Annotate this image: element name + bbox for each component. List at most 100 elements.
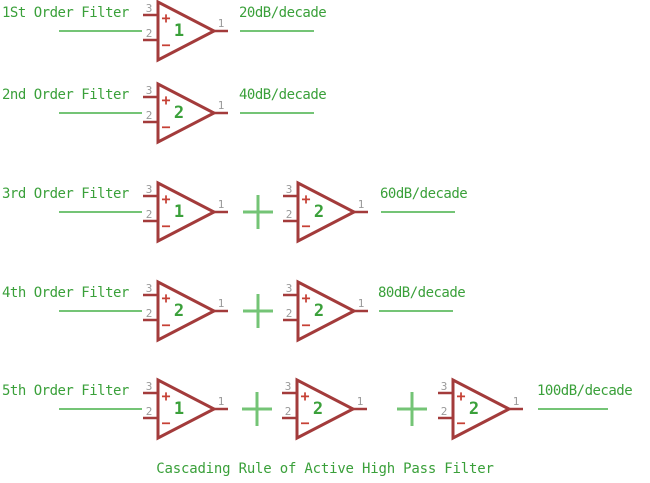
output-wire <box>240 30 314 32</box>
plus-input-sign-icon: + <box>301 190 310 208</box>
filter-row-3rd-order: 3rd Order Filter 3 2 1 + − 1 3 2 1 + − 2… <box>0 175 650 251</box>
row-label: 4th Order Filter <box>2 285 129 301</box>
stage-number: 2 <box>314 202 324 222</box>
input-wire <box>59 112 142 114</box>
opamp-symbol: 3 2 1 + − 2 <box>283 180 368 244</box>
pin-number-2: 2 <box>441 405 448 418</box>
pin-number-2: 2 <box>146 109 153 122</box>
pin-number-2: 2 <box>286 307 293 320</box>
pin-number-2: 2 <box>146 208 153 221</box>
opamp-triangle <box>296 279 358 343</box>
input-wire <box>59 310 142 312</box>
opamp-triangle <box>156 279 218 343</box>
opamp-triangle <box>295 377 357 441</box>
output-wire <box>379 310 453 312</box>
minus-input-sign-icon: − <box>301 217 310 235</box>
pin-number-1: 1 <box>513 395 520 408</box>
plus-input-sign-icon: + <box>161 387 170 405</box>
opamp-symbol: 3 2 1 + − 1 <box>143 180 228 244</box>
pin-number-3: 3 <box>286 282 293 295</box>
pin-number-1: 1 <box>218 395 225 408</box>
opamp-stage-1: 3 2 1 + − 1 <box>138 175 228 251</box>
pin-number-2: 2 <box>146 27 153 40</box>
stage-number: 2 <box>314 301 324 321</box>
opamp-stage-1: 3 2 1 + − 1 <box>138 0 228 70</box>
row-label: 1St Order Filter <box>2 5 129 21</box>
opamp-triangle <box>156 377 218 441</box>
opamp-triangle <box>451 377 513 441</box>
opamp-stage-1: 3 2 1 + − 2 <box>138 76 228 152</box>
rolloff-rate: 100dB/decade <box>537 383 633 399</box>
minus-input-sign-icon: − <box>161 316 170 334</box>
output-wire <box>381 211 455 213</box>
filter-row-4th-order: 4th Order Filter 3 2 1 + − 2 3 2 1 + − 2… <box>0 274 650 350</box>
opamp-symbol: 3 2 1 + − 2 <box>438 377 523 441</box>
minus-input-sign-icon: − <box>161 118 170 136</box>
filter-row-5th-order: 5th Order Filter 3 2 1 + − 1 3 2 1 + − 2 <box>0 372 650 448</box>
pin-number-1: 1 <box>357 395 364 408</box>
plus-input-sign-icon: + <box>161 289 170 307</box>
plus-input-sign-icon: + <box>161 9 170 27</box>
cascade-plus-icon <box>397 392 427 426</box>
rolloff-rate: 20dB/decade <box>239 5 327 21</box>
pin-number-1: 1 <box>218 99 225 112</box>
output-wire <box>538 408 608 410</box>
stage-number: 1 <box>174 21 184 41</box>
filter-row-2nd-order: 2nd Order Filter 3 2 1 + − 2 40dB/decade <box>0 76 650 152</box>
pin-number-1: 1 <box>218 297 225 310</box>
opamp-symbol: 3 2 1 + − 2 <box>143 279 228 343</box>
stage-number: 1 <box>174 202 184 222</box>
pin-number-3: 3 <box>146 282 153 295</box>
stage-number: 2 <box>174 301 184 321</box>
opamp-symbol: 3 2 1 + − 1 <box>143 377 228 441</box>
diagram-caption: Cascading Rule of Active High Pass Filte… <box>156 461 494 477</box>
pin-number-1: 1 <box>358 297 365 310</box>
pin-number-3: 3 <box>146 380 153 393</box>
input-wire <box>59 30 142 32</box>
pin-number-3: 3 <box>146 84 153 97</box>
stage-number: 2 <box>174 103 184 123</box>
minus-input-sign-icon: − <box>456 414 465 432</box>
opamp-triangle <box>156 180 218 244</box>
minus-input-sign-icon: − <box>161 36 170 54</box>
pin-number-1: 1 <box>358 198 365 211</box>
cascade-plus-icon <box>242 392 272 426</box>
cascade-plus-icon <box>243 294 273 328</box>
opamp-triangle <box>156 81 218 145</box>
plus-input-sign-icon: + <box>456 387 465 405</box>
opamp-stage-3: 3 2 1 + − 2 <box>433 372 523 448</box>
opamp-symbol: 3 2 1 + − 2 <box>283 279 368 343</box>
pin-number-2: 2 <box>146 405 153 418</box>
pin-number-3: 3 <box>441 380 448 393</box>
pin-number-1: 1 <box>218 198 225 211</box>
opamp-stage-2: 3 2 1 + − 2 <box>278 274 368 350</box>
rolloff-rate: 40dB/decade <box>239 87 327 103</box>
plus-input-sign-icon: + <box>161 190 170 208</box>
plus-input-sign-icon: + <box>301 289 310 307</box>
opamp-symbol: 3 2 1 + − 2 <box>143 81 228 145</box>
minus-input-sign-icon: − <box>300 414 309 432</box>
opamp-triangle <box>296 180 358 244</box>
stage-number: 1 <box>174 399 184 419</box>
opamp-stage-2: 3 2 1 + − 2 <box>278 175 368 251</box>
pin-number-3: 3 <box>286 183 293 196</box>
pin-number-1: 1 <box>218 17 225 30</box>
cascade-plus-icon <box>243 195 273 229</box>
stage-number: 2 <box>313 399 323 419</box>
opamp-triangle <box>156 0 218 63</box>
row-label: 2nd Order Filter <box>2 87 129 103</box>
pin-number-2: 2 <box>286 208 293 221</box>
pin-number-2: 2 <box>285 405 292 418</box>
opamp-stage-2: 3 2 1 + − 2 <box>277 372 367 448</box>
minus-input-sign-icon: − <box>301 316 310 334</box>
rolloff-rate: 60dB/decade <box>380 186 468 202</box>
row-label: 3rd Order Filter <box>2 186 129 202</box>
filter-row-1st-order: 1St Order Filter 3 2 1 + − 1 20dB/decade <box>0 0 650 70</box>
plus-input-sign-icon: + <box>300 387 309 405</box>
stage-number: 2 <box>469 399 479 419</box>
opamp-stage-1: 3 2 1 + − 1 <box>138 372 228 448</box>
pin-number-3: 3 <box>285 380 292 393</box>
opamp-symbol: 3 2 1 + − 1 <box>143 0 228 63</box>
rolloff-rate: 80dB/decade <box>378 285 466 301</box>
